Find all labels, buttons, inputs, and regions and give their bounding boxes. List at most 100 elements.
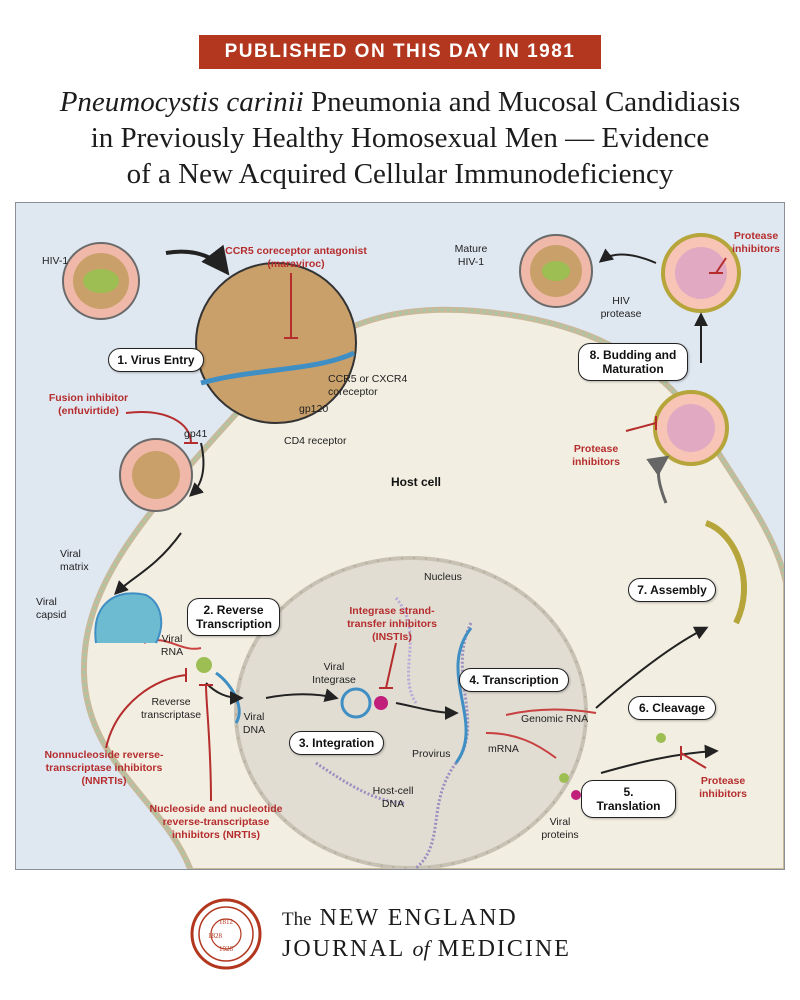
step-7-assembly: 7. Assembly <box>628 578 716 602</box>
arrow-dna-to-integrase <box>265 688 339 703</box>
drug-nnrti-line-3: (NNRTIs) <box>81 775 127 787</box>
label-reverse-transcriptase: Reverse transcriptase <box>131 696 211 722</box>
hiv-virion-immature <box>661 233 741 313</box>
label-coreceptor: CCR5 or CXCR4 coreceptor <box>328 373 407 399</box>
viral-dna-loop <box>340 687 372 719</box>
title-line-1: Pneumocystis carinii Pneumonia and Mucos… <box>20 84 780 120</box>
label-nucleus: Nucleus <box>424 571 462 583</box>
label-viral-rna-line-2: RNA <box>160 646 184 658</box>
seal-year-3: 1928 <box>219 945 234 953</box>
title-line-3: of a New Acquired Cellular Immunodeficie… <box>126 158 674 190</box>
viral-protein-2 <box>571 790 581 800</box>
reverse-transcriptase <box>196 657 212 673</box>
drug-nnrti-line-2: transcriptase inhibitors <box>45 762 163 774</box>
label-host-cell-dna: Host-cell DNA <box>363 785 423 811</box>
label-viral-integrase: Viral Integrase <box>304 661 364 687</box>
drug-fusion-line-2: (enfuvirtide) <box>58 405 119 417</box>
label-viral-dna-line-2: DNA <box>242 724 266 736</box>
viral-protein-1 <box>559 773 569 783</box>
inhibitor-line-ccr5 <box>284 273 298 339</box>
fusing-virion <box>119 438 193 512</box>
label-mrna: mRNA <box>488 743 519 755</box>
step-8-line-2: Maturation <box>602 362 664 376</box>
drug-insti-line-3: (INSTIs) <box>372 631 412 643</box>
published-banner: PUBLISHED ON THIS DAY IN 1981 <box>199 35 601 69</box>
drug-nrti-line-1: Nucleoside and nucleotide <box>149 803 283 815</box>
seal-year-1: 1812 <box>219 918 234 926</box>
arrow-to-assembly <box>595 626 709 709</box>
label-cd4-receptor: CD4 receptor <box>284 435 347 447</box>
wordmark-of: of <box>412 936 430 961</box>
assembly-bud <box>704 520 747 625</box>
wordmark-medicine: MEDICINE <box>437 936 571 962</box>
label-host-cell: Host cell <box>391 475 442 489</box>
drug-insti-line-2: transfer inhibitors <box>347 618 437 630</box>
drug-insti: Integrase strand- transfer inhibitors (I… <box>336 605 448 644</box>
arrow-immature-to-mature <box>598 248 657 264</box>
label-viral-integrase-line-2: Integrase <box>312 674 356 686</box>
drug-ccr5-antagonist: CCR5 coreceptor antagonist (maraviroc) <box>211 245 381 271</box>
drug-nnrti: Nonnucleoside reverse- transcriptase inh… <box>34 749 174 788</box>
drug-nrti-line-3: inhibitors (NRTIs) <box>171 829 261 841</box>
genomic-rna-strand <box>505 708 597 716</box>
label-viral-rna: Viral RNA <box>152 633 192 659</box>
label-provirus: Provirus <box>412 748 451 760</box>
nejm-seal-icon: 1812 1828 1928 <box>190 898 262 970</box>
label-gp41: gp41 <box>184 428 208 440</box>
arrow-budding-up <box>646 455 670 504</box>
drug-protease-inhibitors-bottom: Protease inhibitors <box>688 775 758 801</box>
step-5-translation: 5. Translation <box>581 780 676 818</box>
drug-protease-bot-line-1: Protease <box>700 775 746 787</box>
arrow-entry-to-fusion <box>188 442 205 497</box>
label-genomic-rna: Genomic RNA <box>521 713 589 725</box>
inhibitor-line-fusion <box>125 411 198 444</box>
arrow-integration <box>395 702 459 720</box>
label-viral-matrix-line-1: Viral <box>60 548 81 560</box>
mrna-strand <box>485 732 557 759</box>
arrow-fusion-to-uncoat <box>114 532 182 595</box>
seal-year-2: 1828 <box>208 932 223 940</box>
step-8-line-1: 8. Budding and <box>589 348 677 362</box>
label-coreceptor-line-2: coreceptor <box>328 386 378 398</box>
label-mature-line-1: Mature <box>454 243 488 255</box>
entry-magnifier <box>195 262 357 424</box>
label-hiv-protease-line-1: HIV <box>612 295 630 307</box>
drug-ccr5-line-2: (maraviroc) <box>267 258 325 270</box>
provirus-dna <box>454 627 473 764</box>
inhibitor-line-nrti <box>199 684 213 802</box>
step-2-line-1: 2. Reverse <box>203 603 264 617</box>
uncoating-virion <box>94 592 163 644</box>
wordmark-the: The <box>282 909 312 930</box>
drug-protease-bot-line-2: inhibitors <box>699 788 747 800</box>
label-viral-capsid-line-1: Viral <box>36 596 57 608</box>
label-viral-proteins: Viral proteins <box>536 816 584 842</box>
step-2-line-2: Transcription <box>196 617 273 631</box>
arrow-to-entry <box>165 244 230 276</box>
nejm-logo: 1812 1828 1928 The NEW ENGLAND JOURNAL o… <box>190 898 620 970</box>
label-viral-capsid: Viral capsid <box>36 596 66 622</box>
label-mature-hiv1: Mature HIV-1 <box>446 243 496 269</box>
entry-magnifier-membrane <box>200 350 356 386</box>
wordmark-new-england: NEW ENGLAND <box>319 905 518 931</box>
drug-protease-mid-line-2: inhibitors <box>572 456 620 468</box>
label-viral-proteins-line-2: proteins <box>541 829 579 841</box>
drug-fusion-line-1: Fusion inhibitor <box>48 392 129 404</box>
label-rt-line-2: transcriptase <box>140 709 202 721</box>
inhibitor-line-nnrti <box>105 668 187 749</box>
drug-ccr5-line-1: CCR5 coreceptor antagonist <box>225 245 367 257</box>
step-3-integration: 3. Integration <box>289 731 384 755</box>
arrow-to-cleavage <box>600 744 719 774</box>
label-host-dna-line-1: Host-cell <box>372 785 414 797</box>
title-line-1-rest: Pneumonia and Mucosal Candidiasis <box>303 86 741 118</box>
label-coreceptor-line-1: CCR5 or CXCR4 <box>328 373 408 385</box>
inhibitor-line-protease-mid <box>625 416 657 432</box>
drug-protease-top-line-2: inhibitors <box>732 243 780 255</box>
label-viral-proteins-line-1: Viral <box>549 816 571 828</box>
step-4-transcription: 4. Transcription <box>459 668 569 692</box>
hiv-lifecycle-diagram: 1. Virus Entry 2. Reverse Transcription … <box>15 202 785 870</box>
inhibitor-line-protease-top <box>709 257 727 274</box>
label-mature-line-2: HIV-1 <box>457 256 485 268</box>
label-hiv-protease: HIV protease <box>596 295 646 321</box>
step-1-virus-entry: 1. Virus Entry <box>108 348 204 372</box>
label-hiv-protease-line-2: protease <box>600 308 642 320</box>
